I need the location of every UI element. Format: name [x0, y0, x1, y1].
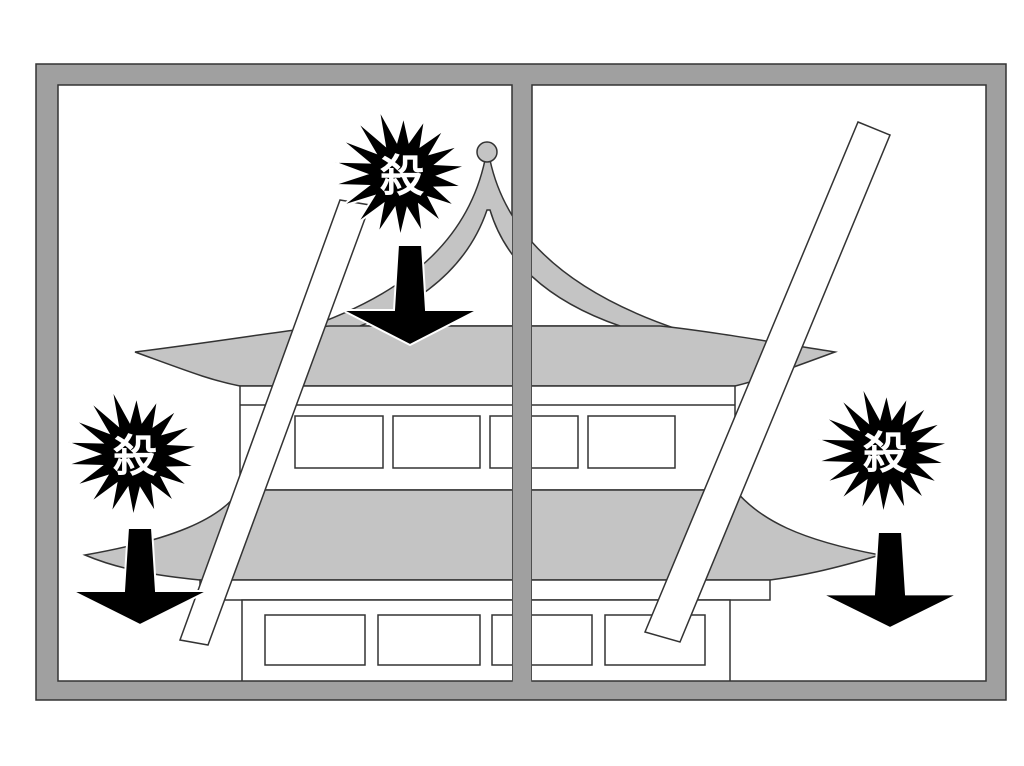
- burst-kanji-label: 殺: [113, 431, 157, 482]
- down-arrow-icon: [341, 244, 479, 347]
- down-arrow-icon: [71, 527, 209, 627]
- explosion-burst-icon: [65, 387, 201, 518]
- glass-reflection-left: [178, 199, 372, 646]
- down-arrow-icon: [821, 531, 959, 630]
- burst-kanji-label: 殺: [863, 428, 907, 479]
- explosion-burst-icon: [332, 107, 468, 238]
- glass-reflection-right: [643, 121, 891, 643]
- burst-kanji-label: 殺: [380, 151, 424, 202]
- explosion-burst-icon: [815, 384, 951, 515]
